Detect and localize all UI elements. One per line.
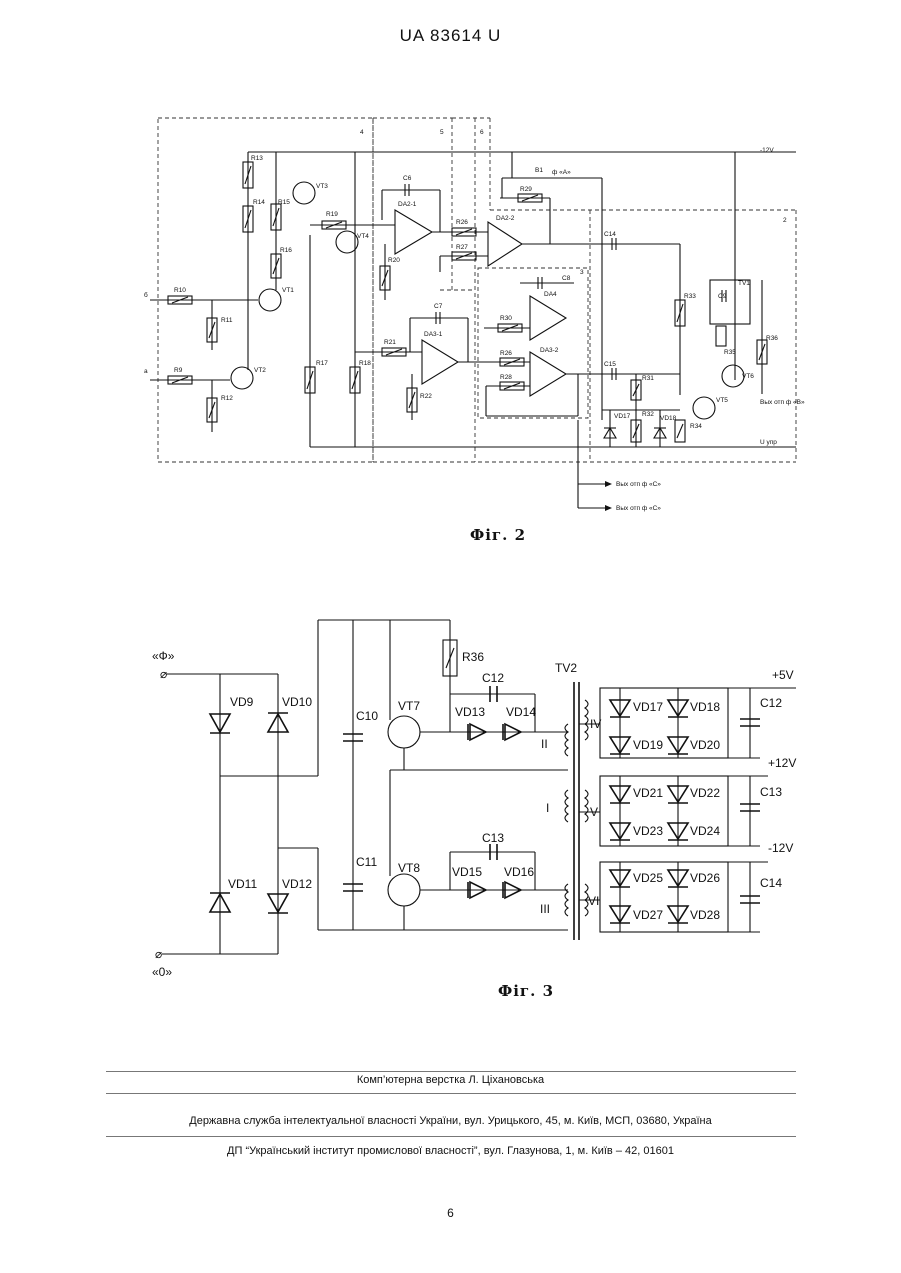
fig3-schematic: «Ф» ⌀ ⌀ «0» VD9 VD10 VD11 VD12 C10 C11 R… <box>0 0 901 1000</box>
footer-agency: Державна служба інтелектуальної власност… <box>0 1115 901 1127</box>
fig3-caption: Фіг. 3 <box>498 982 554 1000</box>
fig3-label: VD17 <box>633 700 663 714</box>
fig3-label: VD21 <box>633 786 663 800</box>
fig3-label: VT7 <box>398 699 420 713</box>
fig3-label: VD11 <box>228 877 257 891</box>
fig3-label: VD26 <box>690 871 720 885</box>
footer-institute: ДП “Український інститут промислової вла… <box>0 1145 901 1157</box>
fig3-label: VD28 <box>690 908 720 922</box>
fig3-label: VD22 <box>690 786 720 800</box>
fig3-label: C14 <box>760 876 782 890</box>
fig3-label: C12 <box>760 696 782 710</box>
fig3-label: VD24 <box>690 824 720 838</box>
fig3-label: R36 <box>462 650 484 664</box>
footer-divider <box>106 1136 796 1137</box>
fig3-label: VD9 <box>230 695 254 709</box>
fig3-label: VD13 <box>455 705 485 719</box>
svg-text:⌀: ⌀ <box>155 947 162 961</box>
page-number: 6 <box>0 1206 901 1220</box>
fig3-label: VD20 <box>690 738 720 752</box>
fig3-label: I <box>546 801 549 815</box>
fig3-label: VD14 <box>506 705 536 719</box>
footer-composer: Комп’ютерна верстка Л. Ціхановська <box>0 1074 901 1086</box>
fig3-label: VD15 <box>452 865 482 879</box>
fig3-output: +5V <box>772 668 794 682</box>
fig3-label: VD12 <box>282 877 312 891</box>
fig3-label: VD10 <box>282 695 312 709</box>
fig3-label: VD16 <box>504 865 534 879</box>
fig3-input-label: «0» <box>152 965 172 979</box>
fig3-output: -12V <box>768 841 793 855</box>
fig3-label: III <box>540 902 550 916</box>
fig3-label: C13 <box>482 831 504 845</box>
fig3-label: TV2 <box>555 661 577 675</box>
fig3-label: VI <box>588 894 599 908</box>
fig3-label: VD19 <box>633 738 663 752</box>
fig3-label: VT8 <box>398 861 420 875</box>
fig3-label: VD23 <box>633 824 663 838</box>
fig3-label: II <box>541 737 548 751</box>
footer-divider <box>106 1093 796 1094</box>
fig3-label: VD18 <box>690 700 720 714</box>
fig3-label: C10 <box>356 709 378 723</box>
fig3-label: VD25 <box>633 871 663 885</box>
fig3-label: C11 <box>356 855 377 869</box>
fig3-label: C12 <box>482 671 504 685</box>
fig3-output: +12V <box>768 756 796 770</box>
fig3-input-label: «Ф» <box>152 649 175 663</box>
fig3-label: VD27 <box>633 908 663 922</box>
footer-divider <box>106 1071 796 1072</box>
fig3-label: C13 <box>760 785 782 799</box>
